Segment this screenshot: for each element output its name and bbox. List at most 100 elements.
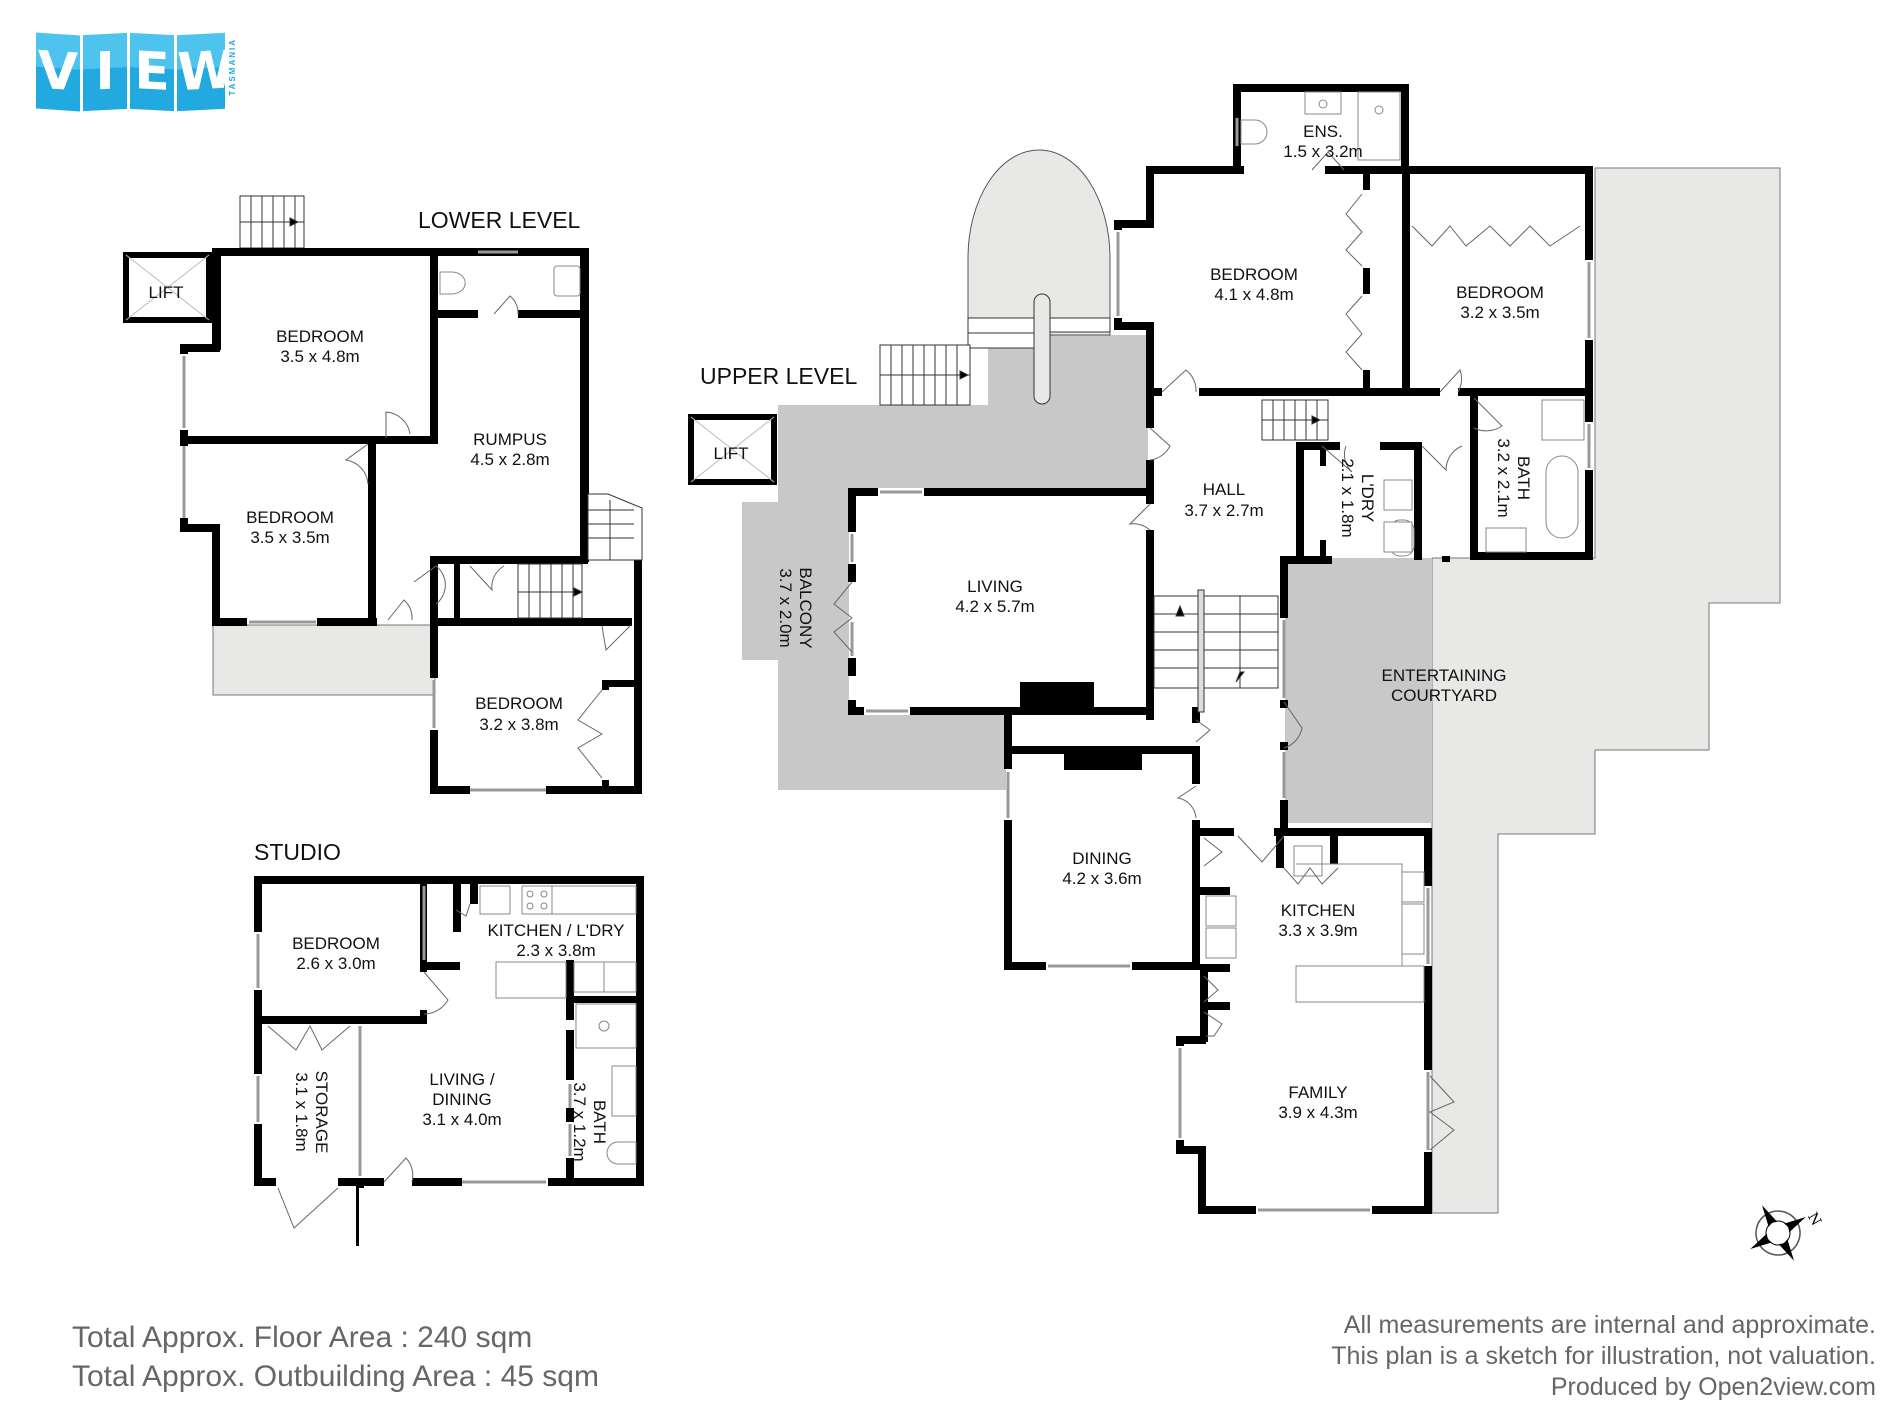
shower-icon [1541, 399, 1585, 441]
room-dims: 3.7 x 1.2m [570, 1082, 589, 1161]
room-dims: 3.1 x 4.0m [422, 1110, 501, 1129]
room-label: L'DRY [1358, 474, 1377, 522]
room-label: ENS. [1303, 122, 1343, 141]
stairs-icon [879, 317, 1111, 406]
room-dims: 2.6 x 3.0m [296, 954, 375, 973]
room-label: BEDROOM [246, 508, 334, 527]
rotated-label: BALCONY 3.7 x 2.0m [776, 567, 815, 648]
garden-area [1431, 167, 1781, 1214]
fireplace-icon [1020, 682, 1094, 710]
deck-rail [1033, 293, 1051, 405]
sink-icon [551, 885, 637, 915]
room-label: BEDROOM [276, 327, 364, 346]
room-label: LIFT [149, 283, 184, 302]
room-dims: 3.2 x 3.5m [1460, 303, 1539, 322]
disclaimer-line-2: This plan is a sketch for illustration, … [1331, 1342, 1876, 1370]
room-label: FAMILY [1288, 1083, 1347, 1102]
basin-icon [553, 265, 581, 297]
balcony-area [742, 335, 1148, 790]
lower-windows [182, 250, 546, 792]
room-label: DINING [1072, 849, 1132, 868]
basin-icon [1485, 527, 1527, 553]
north-label: N [1804, 1210, 1824, 1229]
floor-area-text: Total Approx. Floor Area : 240 sqm [72, 1321, 533, 1354]
dishwasher-icon [1401, 871, 1425, 903]
room-label: STORAGE [312, 1071, 331, 1154]
dryer-icon [573, 961, 605, 993]
room-label: LIVING / [429, 1070, 494, 1089]
fan-icon [1205, 927, 1237, 959]
room-dims: 2.3 x 3.8m [516, 941, 595, 960]
entertaining-courtyard [1285, 558, 1432, 823]
room-label: BEDROOM [292, 934, 380, 953]
studio-windows [256, 886, 572, 1184]
lift-lower: LIFT [123, 252, 212, 323]
room-label: BEDROOM [1210, 265, 1298, 284]
upper-windows [850, 118, 1591, 1212]
toilet-icon [439, 271, 466, 295]
room-label: KITCHEN [1281, 901, 1356, 920]
room-dims: 3.2 x 2.1m [1494, 438, 1513, 517]
lift-upper: LIFT [688, 414, 777, 485]
basin-icon [611, 1065, 637, 1117]
producer-credit: Produced by Open2view.com [1550, 1373, 1876, 1401]
room-label: HALL [1203, 480, 1246, 499]
room-dims: 4.2 x 3.6m [1062, 869, 1141, 888]
disclaimer: All measurements are internal and approx… [1331, 1310, 1876, 1403]
bench-icon [495, 961, 567, 999]
room-dims: 3.5 x 4.8m [280, 347, 359, 366]
upper-doors [833, 151, 1581, 1151]
room-label: BALCONY [796, 567, 815, 648]
studio-fixtures [479, 885, 637, 1165]
toilet-icon [1240, 119, 1268, 145]
rotated-label: L'DRY 2.1 x 1.8m [1338, 458, 1377, 537]
room-dims: 3.7 x 2.7m [1184, 501, 1263, 520]
room-dims: 4.1 x 4.8m [1214, 285, 1293, 304]
upper-walls [848, 84, 1593, 1214]
room-dims: 3.5 x 3.5m [250, 528, 329, 547]
room-label: KITCHEN / L'DRY [487, 921, 624, 940]
washer-icon [479, 885, 511, 915]
room-label: BATH [1514, 456, 1533, 500]
stairs-icon [1153, 399, 1329, 713]
upper-level-title: UPPER LEVEL [700, 363, 857, 389]
room-dims: 1.5 x 3.2m [1283, 142, 1362, 161]
room-label: LIFT [714, 444, 749, 463]
room-label: RUMPUS [473, 430, 547, 449]
room-label: COURTYARD [1391, 686, 1497, 705]
room-dims: 3.3 x 3.9m [1278, 921, 1357, 940]
room-label: LIVING [967, 577, 1023, 596]
lower-walls [180, 248, 642, 794]
basin-icon [1383, 479, 1413, 511]
oven-icon [1205, 895, 1237, 927]
basin-icon [603, 961, 637, 993]
room-dims: 2.1 x 1.8m [1338, 458, 1357, 537]
room-label: BEDROOM [1456, 283, 1544, 302]
room-dims: 3.1 x 1.8m [292, 1072, 311, 1151]
studio-doors [267, 903, 471, 1229]
room-label: ENTERTAINING [1382, 666, 1507, 685]
upper-level: UPPER LEVEL LIFT [688, 84, 1781, 1214]
compass-icon: N [1750, 1205, 1824, 1261]
studio: STUDIO [254, 839, 644, 1246]
lower-doors [344, 295, 631, 779]
island-bench [1295, 965, 1425, 1003]
sink-icon [1401, 903, 1425, 955]
studio-title: STUDIO [254, 839, 341, 865]
room-label: BEDROOM [475, 694, 563, 713]
cooktop-icon [521, 885, 553, 915]
disclaimer-line-1: All measurements are internal and approx… [1343, 1311, 1876, 1339]
fireplace-icon [1064, 754, 1142, 770]
room-dims: 4.5 x 2.8m [470, 450, 549, 469]
lower-fixtures [439, 265, 581, 297]
rotated-label: STORAGE 3.1 x 1.8m [292, 1071, 331, 1154]
lower-terrace [212, 624, 436, 696]
room-label: BATH [590, 1100, 609, 1144]
lower-level-title: LOWER LEVEL [418, 207, 581, 233]
room-label: DINING [432, 1090, 492, 1109]
stairs-icon [517, 493, 643, 619]
room-dims: 3.2 x 3.8m [479, 715, 558, 734]
rotated-label: BATH 3.7 x 1.2m [570, 1082, 609, 1161]
stairs-icon [239, 195, 305, 249]
